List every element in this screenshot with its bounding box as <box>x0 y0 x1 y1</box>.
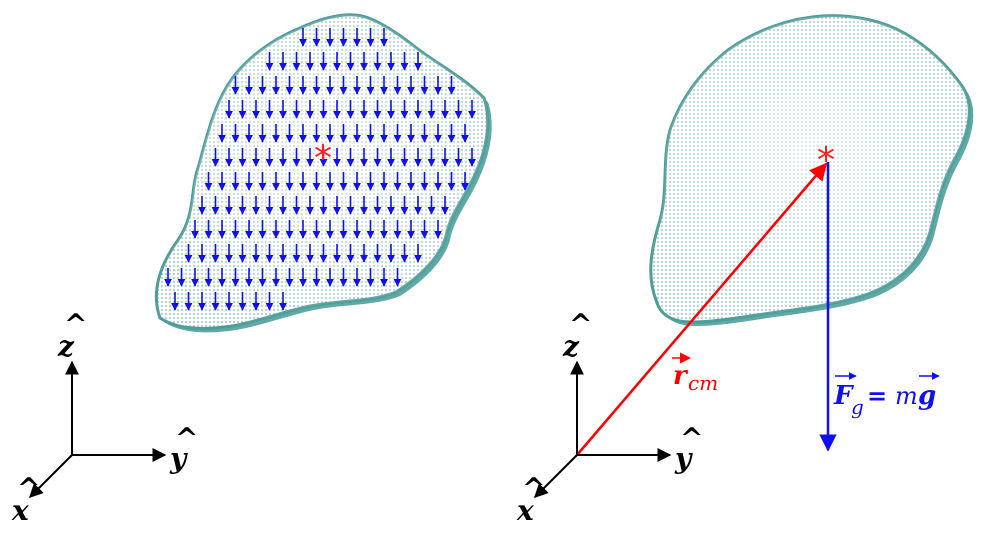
right-cm-marker: * <box>817 140 835 181</box>
rcm-label: r cm <box>672 352 718 395</box>
right-blob-highlight <box>650 15 970 322</box>
fg-g: g <box>918 381 936 411</box>
rcm-vector <box>576 162 828 456</box>
right-x-axis <box>534 454 578 498</box>
left-z-label: z <box>57 330 75 363</box>
left-y-label: y <box>169 442 188 475</box>
left-x-label: x <box>11 494 29 527</box>
fg-mass: m <box>895 382 918 410</box>
left-panel: * z ^ y ^ x ^ <box>11 13 492 527</box>
rcm-subscript: cm <box>688 371 718 395</box>
left-z-hat: ^ <box>64 308 87 341</box>
fg-label: F g = m g <box>833 372 940 419</box>
left-x-axis <box>29 454 73 498</box>
left-x-hat: ^ <box>17 472 40 505</box>
right-x-hat: ^ <box>522 472 545 505</box>
right-y-hat: ^ <box>680 422 703 455</box>
right-axes: z ^ y ^ x ^ <box>516 308 703 527</box>
left-y-hat: ^ <box>175 422 198 455</box>
right-y-label: y <box>674 442 693 475</box>
right-panel: * r cm F g = m g z ^ y ^ x ^ <box>516 14 974 527</box>
right-x-label: x <box>516 494 534 527</box>
right-z-hat: ^ <box>569 308 592 341</box>
fg-equals: = <box>867 381 887 410</box>
left-cm-marker: * <box>314 138 332 179</box>
fg-symbol: F <box>833 381 854 411</box>
fg-subscript: g <box>851 395 864 419</box>
left-gravity-arrows <box>164 28 476 311</box>
rcm-symbol: r <box>673 361 689 391</box>
right-z-label: z <box>562 330 580 363</box>
left-axes: z ^ y ^ x ^ <box>11 308 198 527</box>
